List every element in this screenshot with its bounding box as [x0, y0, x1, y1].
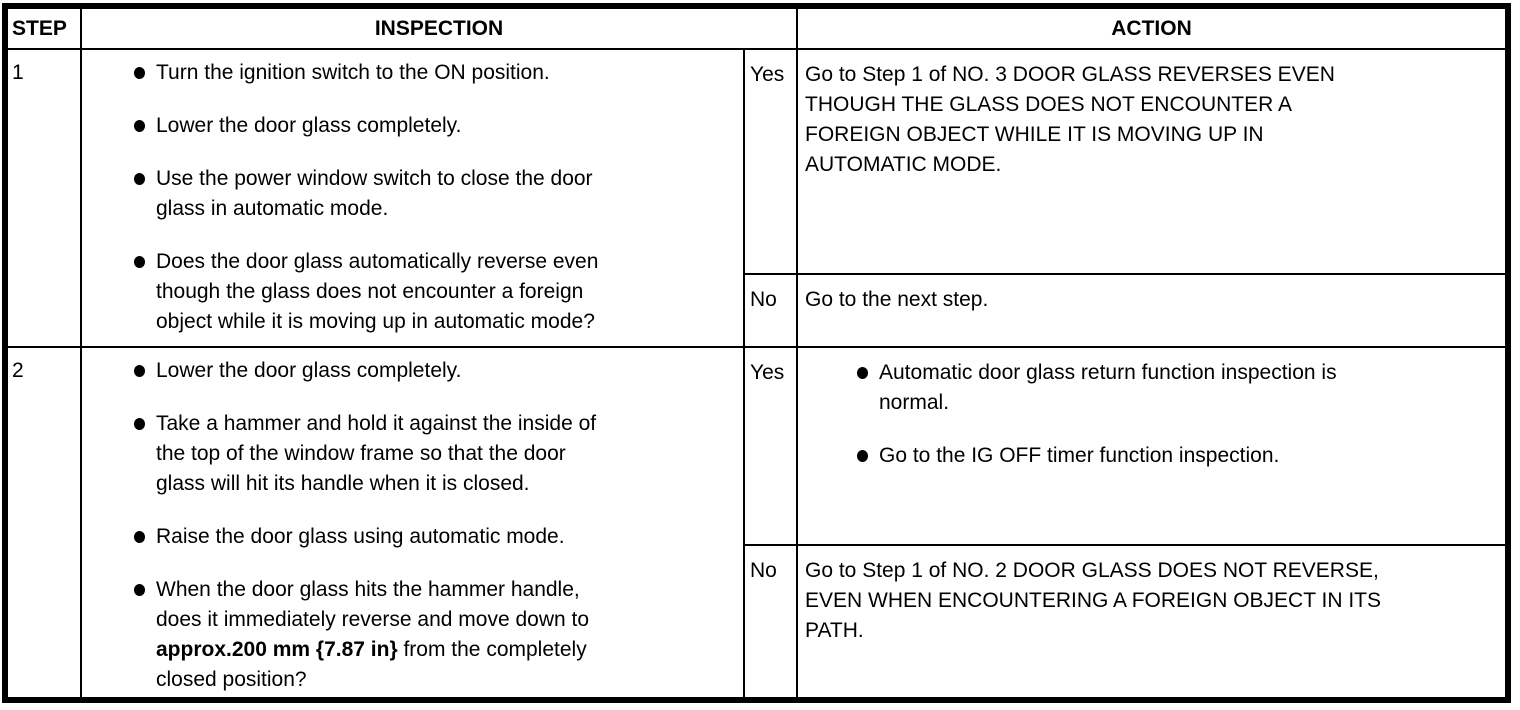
bullet-text: Turn the ignition switch to the ON posit…: [156, 61, 550, 84]
bullet-icon: [134, 584, 145, 596]
bullet-text-post: from the completely closed position?: [156, 638, 587, 691]
bullet-icon: [134, 173, 145, 185]
bullet-item: Automatic door glass return function ins…: [805, 358, 1505, 418]
action-text: Go to the next step.: [805, 288, 989, 311]
bullet-icon: [134, 365, 145, 377]
action-cell: Go to Step 1 of NO. 3 DOOR GLASS REVERSE…: [798, 50, 1505, 273]
action-cell: Go to Step 1 of NO. 2 DOOR GLASS DOES NO…: [798, 546, 1505, 697]
action-area: Yes Go to Step 1 of NO. 3 DOOR GLASS REV…: [745, 50, 1505, 346]
column-header-step: STEP: [8, 9, 82, 48]
step-number: 1: [8, 50, 82, 346]
bullet-text-pre: When the door glass hits the hammer hand…: [156, 578, 590, 631]
bullet-text: Automatic door glass return function ins…: [879, 361, 1337, 414]
action-subrow-no: No Go to Step 1 of NO. 2 DOOR GLASS DOES…: [745, 544, 1505, 697]
bullet-text: When the door glass hits the hammer hand…: [156, 575, 616, 695]
bullet-item: Does the door glass automatically revers…: [82, 247, 743, 337]
table-header-row: STEP INSPECTION ACTION: [8, 9, 1505, 48]
bullet-item: When the door glass hits the hammer hand…: [82, 575, 743, 695]
inspection-cell: Lower the door glass completely. Take a …: [82, 348, 745, 697]
bullet-icon: [134, 67, 145, 79]
bullet-list: Automatic door glass return function ins…: [805, 358, 1505, 471]
action-subrow-yes: Yes Go to Step 1 of NO. 3 DOOR GLASS REV…: [745, 50, 1505, 273]
bullet-icon: [134, 531, 145, 543]
bullet-icon: [134, 418, 145, 430]
action-text: Go to Step 1 of NO. 3 DOOR GLASS REVERSE…: [805, 63, 1335, 176]
bullet-item: Use the power window switch to close the…: [82, 164, 743, 224]
column-header-inspection: INSPECTION: [82, 9, 798, 48]
action-text: Go to Step 1 of NO. 2 DOOR GLASS DOES NO…: [805, 559, 1382, 642]
bullet-text: Lower the door glass completely.: [156, 114, 462, 137]
bullet-item: Go to the IG OFF timer function inspecti…: [805, 441, 1505, 471]
action-cell: Go to the next step.: [798, 275, 1505, 346]
bullet-item: Lower the door glass completely.: [82, 356, 743, 386]
bullet-text: Go to the IG OFF timer function inspecti…: [879, 444, 1280, 467]
bullet-item: Turn the ignition switch to the ON posit…: [82, 58, 743, 88]
answer-label-yes: Yes: [745, 348, 798, 544]
action-area: Yes Automatic door glass return function…: [745, 348, 1505, 697]
bullet-text: Raise the door glass using automatic mod…: [156, 525, 565, 548]
answer-label-no: No: [745, 275, 798, 346]
bullet-icon: [134, 120, 145, 132]
bullet-list: Lower the door glass completely. Take a …: [82, 356, 743, 695]
bullet-text: Does the door glass automatically revers…: [156, 250, 599, 333]
inspection-cell: Turn the ignition switch to the ON posit…: [82, 50, 745, 346]
bullet-text: Lower the door glass completely.: [156, 359, 462, 382]
column-header-action: ACTION: [1111, 17, 1192, 40]
action-subrow-no: No Go to the next step.: [745, 273, 1505, 346]
answer-label-no: No: [745, 546, 798, 697]
bullet-item: Take a hammer and hold it against the in…: [82, 409, 743, 499]
bullet-text-bold: approx.200 mm {7.87 in}: [156, 638, 398, 661]
bullet-item: Raise the door glass using automatic mod…: [82, 522, 743, 552]
troubleshooting-table: STEP INSPECTION ACTION 1 Turn the igniti…: [2, 3, 1511, 703]
bullet-icon: [857, 450, 868, 462]
table-row-step-1: 1 Turn the ignition switch to the ON pos…: [8, 48, 1505, 346]
answer-label-yes: Yes: [745, 50, 798, 273]
bullet-item: Lower the door glass completely.: [82, 111, 743, 141]
bullet-text: Take a hammer and hold it against the in…: [156, 412, 597, 495]
bullet-icon: [134, 256, 145, 268]
bullet-icon: [857, 367, 868, 379]
step-number: 2: [8, 348, 82, 697]
bullet-text: Use the power window switch to close the…: [156, 167, 593, 220]
action-cell: Automatic door glass return function ins…: [798, 348, 1505, 544]
action-subrow-yes: Yes Automatic door glass return function…: [745, 348, 1505, 544]
table-row-step-2: 2 Lower the door glass completely. Take …: [8, 346, 1505, 697]
bullet-list: Turn the ignition switch to the ON posit…: [82, 58, 743, 337]
